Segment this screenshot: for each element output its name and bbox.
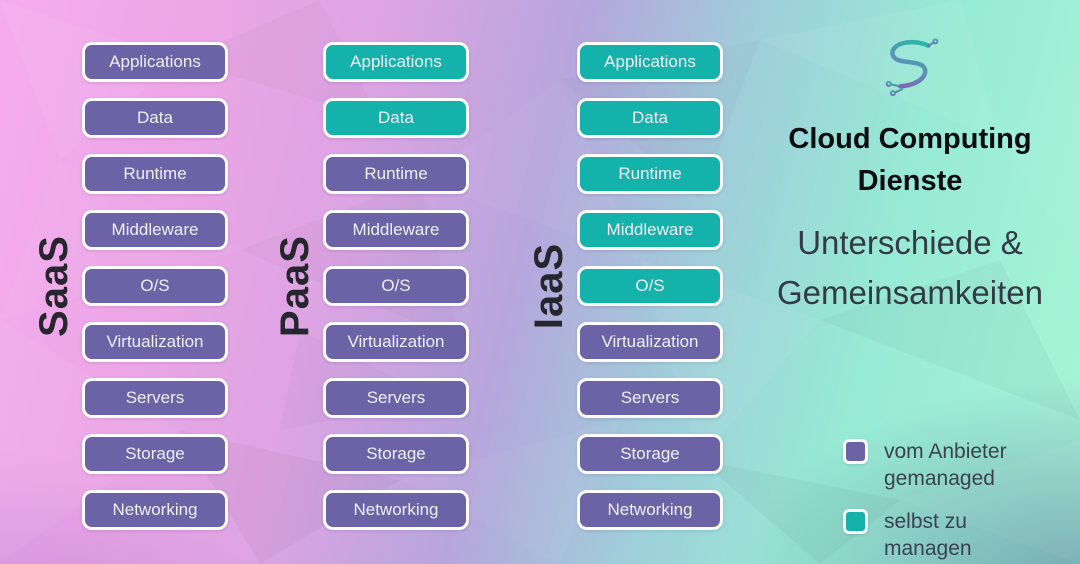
page-subtitle: Unterschiede & Gemeinsamkeiten: [752, 218, 1068, 318]
subtitle-line-1: Unterschiede &: [797, 224, 1023, 261]
subtitle-line-2: Gemeinsamkeiten: [777, 274, 1043, 311]
legend-label: vom Anbieter gemanaged: [884, 440, 1007, 490]
layer-box-runtime: Runtime: [323, 154, 469, 194]
layer-box-networking: Networking: [82, 490, 228, 530]
layer-box-applications: Applications: [82, 42, 228, 82]
provider-managed-swatch: [843, 439, 868, 464]
layer-box-data: Data: [82, 98, 228, 138]
layer-box-networking: Networking: [323, 490, 469, 530]
layer-box-data: Data: [323, 98, 469, 138]
page-title: Cloud Computing Dienste: [752, 118, 1068, 202]
layer-box-virtualization: Virtualization: [82, 322, 228, 362]
layer-box-middleware: Middleware: [323, 210, 469, 250]
stack-label-iaas: IaaS: [526, 242, 571, 330]
title-line-2: Dienste: [857, 165, 963, 197]
legend-item-self-managed: selbst zu managen: [843, 508, 1059, 562]
layer-box-storage: Storage: [82, 434, 228, 474]
layer-box-servers: Servers: [82, 378, 228, 418]
title-line-1: Cloud Computing: [788, 123, 1032, 155]
legend-item-provider-managed: vom Anbieter gemanaged: [843, 438, 1059, 492]
legend-label: selbst zu managen: [884, 510, 972, 560]
right-panel: Cloud Computing Dienste Unterschiede & G…: [752, 34, 1068, 318]
layer-box-middleware: Middleware: [82, 210, 228, 250]
layer-box-os: O/S: [577, 266, 723, 306]
layer-box-runtime: Runtime: [577, 154, 723, 194]
layer-box-applications: Applications: [323, 42, 469, 82]
layer-box-virtualization: Virtualization: [577, 322, 723, 362]
layer-box-os: O/S: [82, 266, 228, 306]
layer-box-virtualization: Virtualization: [323, 322, 469, 362]
layer-box-storage: Storage: [323, 434, 469, 474]
layer-box-data: Data: [577, 98, 723, 138]
layer-box-os: O/S: [323, 266, 469, 306]
layer-box-middleware: Middleware: [577, 210, 723, 250]
layer-box-networking: Networking: [577, 490, 723, 530]
stack-label-saas: SaaS: [31, 235, 76, 337]
layer-box-servers: Servers: [323, 378, 469, 418]
layer-box-storage: Storage: [577, 434, 723, 474]
s-circuit-logo-icon: [885, 38, 939, 97]
stack-label-paas: PaaS: [272, 235, 317, 337]
legend: vom Anbieter gemanaged selbst zu managen: [843, 438, 1059, 562]
layer-box-servers: Servers: [577, 378, 723, 418]
layer-box-runtime: Runtime: [82, 154, 228, 194]
layer-box-applications: Applications: [577, 42, 723, 82]
self-managed-swatch: [843, 509, 868, 534]
